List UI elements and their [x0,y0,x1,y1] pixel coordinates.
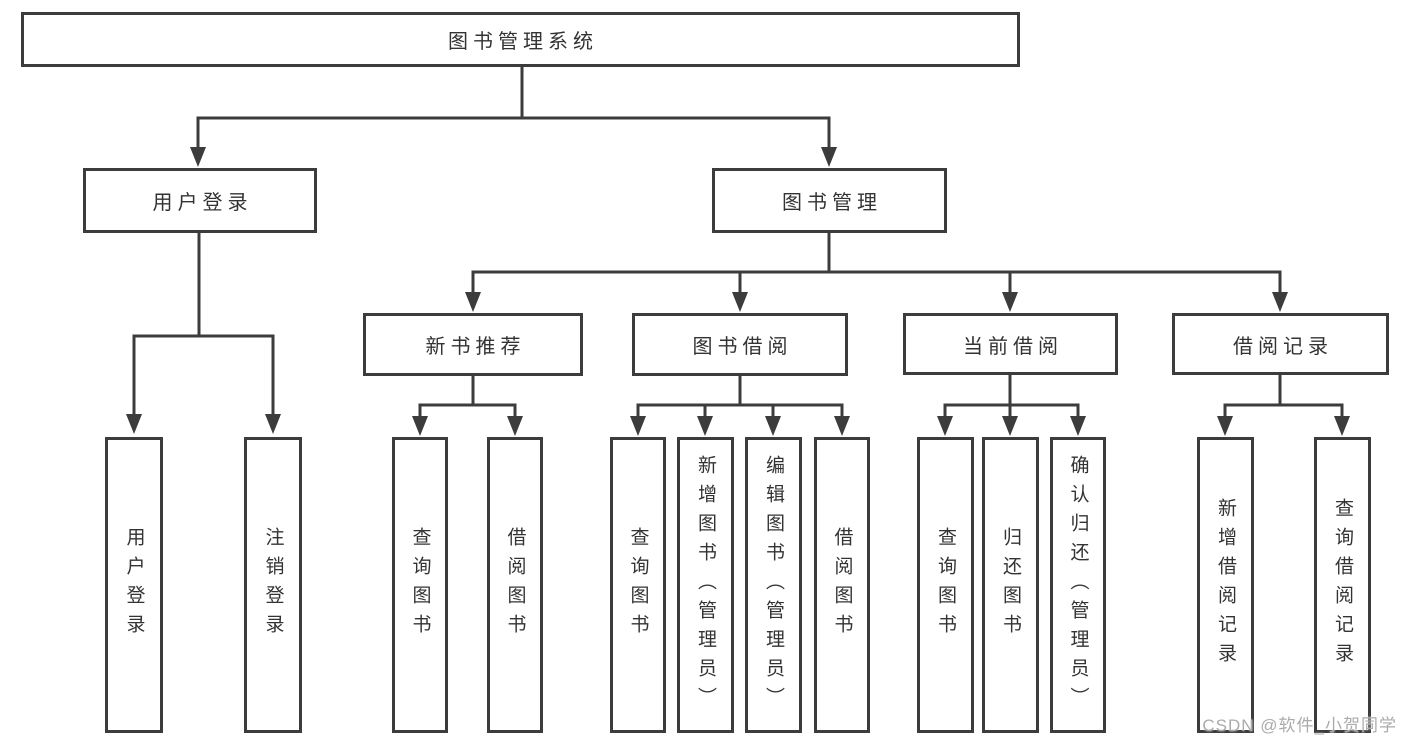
leaf-records-query-record: 查询借阅记录 [1314,437,1371,733]
leaf-newbook-query-books: 查询图书 [392,437,448,733]
leaf-borrowing-add-books-admin: 新增图书（管理员） [677,437,734,733]
leaf-borrowing-edit-books-admin: 编辑图书（管理员） [745,437,802,733]
leaf-logout-login: 注销登录 [244,437,302,733]
leaf-current-confirm-return-admin-label: 确认归还（管理员） [1067,454,1089,716]
csdn-watermark: CSDN @软件_小贺同学 [1202,716,1397,735]
leaf-newbook-borrow-books: 借阅图书 [487,437,543,733]
node-current-borrowing: 当前借阅 [903,313,1118,375]
leaf-current-query-books-label: 查询图书 [935,527,956,643]
leaf-borrowing-edit-books-admin-label: 编辑图书（管理员） [763,454,784,716]
node-root-book-management-system: 图书管理系统 [21,12,1020,67]
leaf-user-login: 用户登录 [105,437,163,733]
leaf-records-query-record-label: 查询借阅记录 [1332,498,1353,672]
leaf-borrowing-borrow-books-label: 借阅图书 [831,527,853,643]
leaf-newbook-borrow-books-label: 借阅图书 [504,527,526,643]
leaf-borrowing-borrow-books: 借阅图书 [814,437,870,733]
leaf-records-add-record-label: 新增借阅记录 [1215,498,1236,672]
leaf-newbook-query-books-label: 查询图书 [409,527,431,643]
node-book-management: 图书管理 [712,168,947,233]
leaf-current-confirm-return-admin: 确认归还（管理员） [1050,437,1106,733]
node-new-book-recommend: 新书推荐 [363,313,583,376]
leaf-current-return-books: 归还图书 [982,437,1039,733]
node-book-borrowing: 图书借阅 [632,313,848,376]
leaf-borrowing-add-books-admin-label: 新增图书（管理员） [695,454,716,716]
leaf-records-add-record: 新增借阅记录 [1197,437,1254,733]
node-user-login: 用户登录 [83,168,317,233]
leaf-current-return-books-label: 归还图书 [1000,527,1021,643]
node-borrowing-records: 借阅记录 [1172,313,1389,375]
leaf-logout-login-label: 注销登录 [262,527,284,643]
leaf-user-login-label: 用户登录 [123,527,145,643]
leaf-borrowing-query-books-label: 查询图书 [627,527,649,643]
leaf-borrowing-query-books: 查询图书 [610,437,666,733]
leaf-current-query-books: 查询图书 [917,437,974,733]
